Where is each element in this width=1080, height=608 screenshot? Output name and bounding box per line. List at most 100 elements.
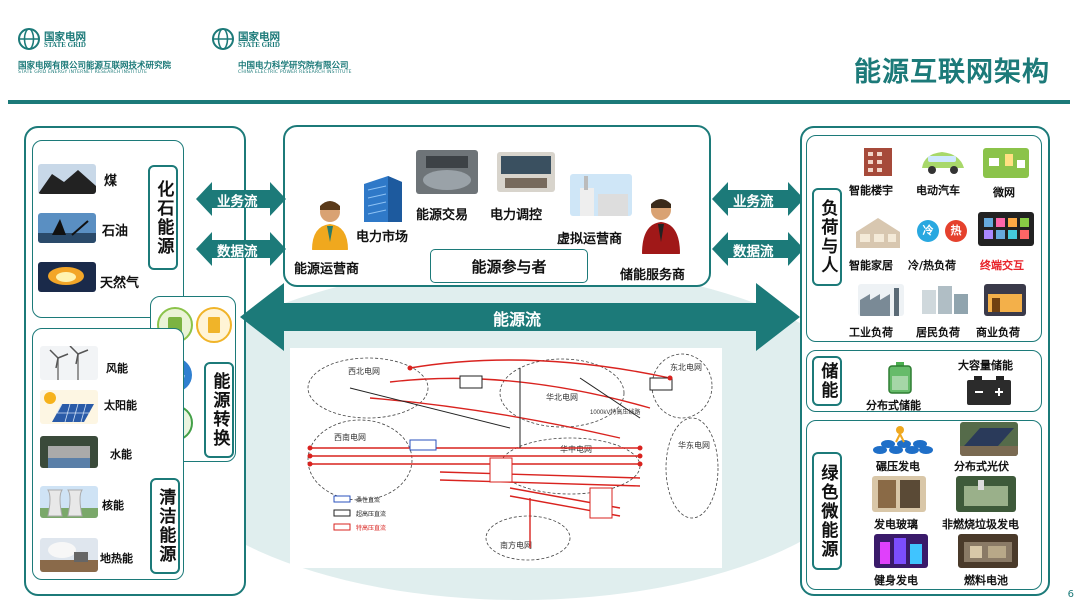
distributed-pv-label: 分布式光伏: [954, 460, 1009, 473]
legend-ehv-dc: 超高压直流: [356, 510, 386, 518]
large-scale-storage-label: 大容量储能: [958, 359, 1013, 372]
energy-conversion-label: 能源转换: [204, 362, 234, 458]
storage-label-text: 储能: [817, 362, 838, 400]
heating-cooling-load-label: 冷/热负荷: [908, 259, 957, 272]
cold-badge-icon: 冷: [917, 220, 939, 242]
fuel-cell-image: [958, 534, 1018, 568]
hot-badge-icon: 热: [945, 220, 967, 242]
fitness-generation-label: 健身发电: [874, 574, 918, 587]
data-flow-arrow-left: [196, 232, 286, 266]
legend-flexible-dc: 柔性直流: [356, 496, 380, 504]
fossil-energy-label-text: 化石能源: [153, 179, 174, 256]
storage-label: 储能: [812, 356, 842, 406]
industrial-load-image: [858, 284, 904, 316]
data-flow-label-left: 数据流: [217, 244, 258, 260]
coal-label: 煤: [104, 174, 118, 189]
green-micro-energy-label: 绿色微能源: [812, 452, 842, 570]
wind-label: 风能: [106, 362, 128, 375]
region-east: 华东电网: [678, 440, 710, 450]
region-central: 华中电网: [560, 444, 592, 454]
energy-participants-label: 能源参与者: [471, 258, 547, 276]
green-micro-energy-label-text: 绿色微能源: [817, 463, 838, 559]
waste-power-label: 非燃烧垃圾发电: [942, 518, 1019, 531]
region-southwest: 西南电网: [334, 432, 366, 442]
load-and-people-label: 负荷与人: [812, 188, 842, 286]
geothermal-label: 地热能: [100, 552, 133, 565]
distributed-pv-image: [960, 422, 1018, 456]
institute-name: 国家电网有限公司能源互联网技术研究院: [18, 61, 172, 71]
business-flow-label-right: 业务流: [733, 194, 774, 210]
page-title: 能源互联网架构: [854, 57, 1050, 88]
smart-building-label: 智能楼宇: [849, 184, 893, 197]
industrial-load-label: 工业负荷: [849, 326, 893, 339]
storage-provider-person-icon: [640, 196, 682, 254]
oil-label: 石油: [102, 224, 129, 239]
distributed-storage-battery-icon: [886, 362, 914, 394]
nuclear-image: [40, 486, 98, 518]
clean-energy-label-text: 清洁能源: [155, 488, 176, 564]
uhv-ac-label: 1000kV特高压线路: [590, 408, 640, 416]
logo-cn-text: 国家电网: [44, 31, 86, 43]
energy-conversion-label-text: 能源转换: [209, 372, 230, 448]
smart-home-label: 智能家居: [849, 259, 893, 272]
page-number: 6: [1067, 589, 1074, 600]
natural-gas-image: [38, 262, 96, 292]
energy-operator-label: 能源运营商: [294, 262, 360, 277]
terminal-interaction-image: [978, 212, 1034, 246]
energy-trading-image: [416, 150, 478, 194]
natural-gas-label: 天然气: [100, 276, 140, 291]
power-glass-label: 发电玻璃: [874, 518, 918, 531]
residential-load-label: 居民负荷: [916, 326, 960, 339]
grid-map-diagram: 西北电网 华北电网 东北电网 西南电网 华中电网 华东电网 南方电网 1000k…: [307, 353, 719, 561]
power-glass-image: [872, 476, 926, 512]
business-flow-arrow-right: [712, 182, 804, 216]
storage-provider-label: 储能服务商: [620, 268, 686, 283]
nuclear-label: 核能: [102, 499, 124, 512]
region-northeast: 东北电网: [670, 362, 702, 372]
data-flow-arrow-right: [712, 232, 804, 266]
virtual-operator-label: 虚拟运营商: [557, 232, 623, 247]
microgrid-label: 微网: [993, 186, 1015, 199]
commercial-load-image: [984, 284, 1026, 316]
fuel-cell-label: 燃料电池: [964, 574, 1008, 587]
solar-label: 太阳能: [104, 399, 137, 412]
virtual-operator-image: [570, 174, 632, 216]
smart-home-image: [852, 214, 904, 248]
header-divider: [8, 100, 1070, 104]
hydro-image: [40, 436, 98, 468]
clean-energy-label: 清洁能源: [150, 478, 180, 574]
power-market-building-icon: [358, 172, 408, 224]
fuel-pump-icon: [195, 306, 233, 344]
piezo-generation-image: [870, 424, 934, 456]
logo-en-text: STATE GRID: [238, 41, 280, 49]
region-south: 南方电网: [500, 540, 532, 550]
energy-trading-label: 能源交易: [416, 208, 469, 223]
state-grid-logo-icon: [212, 28, 234, 50]
oil-image: [38, 213, 96, 243]
energy-flow-label: 能源流: [493, 310, 542, 329]
geothermal-image: [40, 538, 98, 572]
distributed-storage-label: 分布式储能: [866, 399, 921, 412]
commercial-load-label: 商业负荷: [976, 326, 1020, 339]
power-dispatch-label: 电力调控: [490, 208, 543, 223]
terminal-interaction-label: 终端交互: [980, 259, 1024, 272]
region-northwest: 西北电网: [348, 366, 380, 376]
state-grid-logo-icon: [18, 28, 40, 50]
business-flow-arrow-left: [196, 182, 286, 216]
logo-cn-text: 国家电网: [238, 31, 280, 43]
waste-power-image: [956, 476, 1016, 512]
hydro-label: 水能: [110, 448, 132, 461]
fitness-generation-image: [874, 534, 928, 568]
microgrid-image: [983, 148, 1029, 178]
legend-uhv-dc: 特高压直流: [356, 524, 386, 532]
residential-load-image: [920, 284, 970, 316]
coal-image: [38, 164, 96, 194]
load-and-people-label-text: 负荷与人: [817, 199, 838, 275]
piezo-generation-label: 碾压发电: [876, 460, 920, 473]
energy-participants-box: 能源参与者: [430, 249, 588, 283]
energy-flow-arrow: [240, 283, 800, 351]
large-storage-battery-icon: [966, 376, 1012, 406]
national-grid-map: 西北电网 华北电网 东北电网 西南电网 华中电网 华东电网 南方电网 1000k…: [290, 348, 722, 568]
solar-image: [40, 390, 98, 424]
power-dispatch-image: [497, 152, 555, 192]
